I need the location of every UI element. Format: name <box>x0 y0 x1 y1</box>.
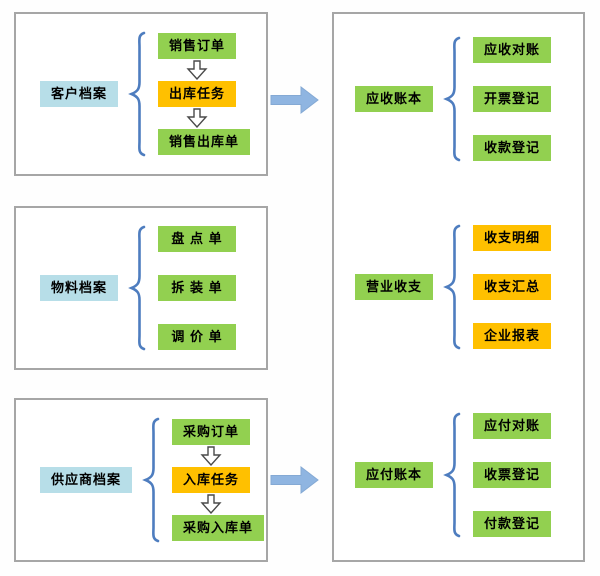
node-bill-receive-register: 收票登记 <box>473 462 552 488</box>
node-sales-outbound-order: 销售出库单 <box>158 129 251 155</box>
entity-box-payable-ledger: 应付账本 <box>355 462 434 488</box>
material-items: 盘 点 单 拆 装 单 调 价 单 <box>158 226 237 350</box>
node-stocktake-order: 盘 点 单 <box>158 226 237 252</box>
node-payment-register: 付款登记 <box>473 511 552 537</box>
entity-box-material: 物料档案 <box>40 275 119 301</box>
node-receipt-register: 收款登记 <box>473 135 552 161</box>
node-payable-reconcile: 应付对账 <box>473 413 552 439</box>
brace-icon <box>443 36 461 162</box>
node-outbound-task: 出库任务 <box>158 81 237 107</box>
group-income-expense: 营业收支 收支明细 收支汇总 企业报表 <box>334 223 583 351</box>
flow-arrow-icon <box>270 465 319 495</box>
panel-customer: 客户档案 销售订单 出库任务 销售出库单 <box>14 12 268 176</box>
node-income-expense-summary: 收支汇总 <box>473 274 552 300</box>
group-payable: 应付账本 应付对账 收票登记 付款登记 <box>334 411 583 539</box>
supplier-flow-items: 采购订单 入库任务 采购入库单 <box>172 419 265 541</box>
brace-icon <box>142 417 160 543</box>
brace-icon <box>443 412 461 538</box>
entity-box-receivable-ledger: 应收账本 <box>355 86 434 112</box>
down-arrow-icon <box>200 446 222 466</box>
brace-icon <box>128 225 146 351</box>
brace-icon <box>443 224 461 350</box>
income-expense-items: 收支明细 收支汇总 企业报表 <box>473 225 552 349</box>
node-purchase-order: 采购订单 <box>172 419 251 445</box>
receivable-items: 应收对账 开票登记 收款登记 <box>473 37 552 161</box>
panel-material: 物料档案 盘 点 单 拆 装 单 调 价 单 <box>14 206 268 370</box>
panel-ledgers: 应收账本 应收对账 开票登记 收款登记 营业收支 收支明细 收支汇总 企业报表 … <box>332 12 585 562</box>
panel-supplier: 供应商档案 采购订单 入库任务 采购入库单 <box>14 398 268 562</box>
entity-box-customer: 客户档案 <box>40 81 119 107</box>
entity-box-business-income-expense: 营业收支 <box>355 274 434 300</box>
entity-box-supplier: 供应商档案 <box>40 467 133 493</box>
payable-items: 应付对账 收票登记 付款登记 <box>473 413 552 537</box>
node-income-expense-detail: 收支明细 <box>473 225 552 251</box>
node-purchase-inbound-order: 采购入库单 <box>172 515 265 541</box>
customer-flow-items: 销售订单 出库任务 销售出库单 <box>158 33 251 155</box>
node-inbound-task: 入库任务 <box>172 467 251 493</box>
node-sales-order: 销售订单 <box>158 33 237 59</box>
node-receivable-reconcile: 应收对账 <box>473 37 552 63</box>
down-arrow-icon <box>186 60 208 80</box>
down-arrow-icon <box>186 108 208 128</box>
node-price-adjust-order: 调 价 单 <box>158 324 237 350</box>
node-enterprise-report: 企业报表 <box>473 323 552 349</box>
flow-arrow-icon <box>270 85 319 115</box>
group-receivable: 应收账本 应收对账 开票登记 收款登记 <box>334 35 583 163</box>
brace-icon <box>128 31 146 157</box>
node-invoice-register: 开票登记 <box>473 86 552 112</box>
down-arrow-icon <box>200 494 222 514</box>
node-assembly-order: 拆 装 单 <box>158 275 237 301</box>
